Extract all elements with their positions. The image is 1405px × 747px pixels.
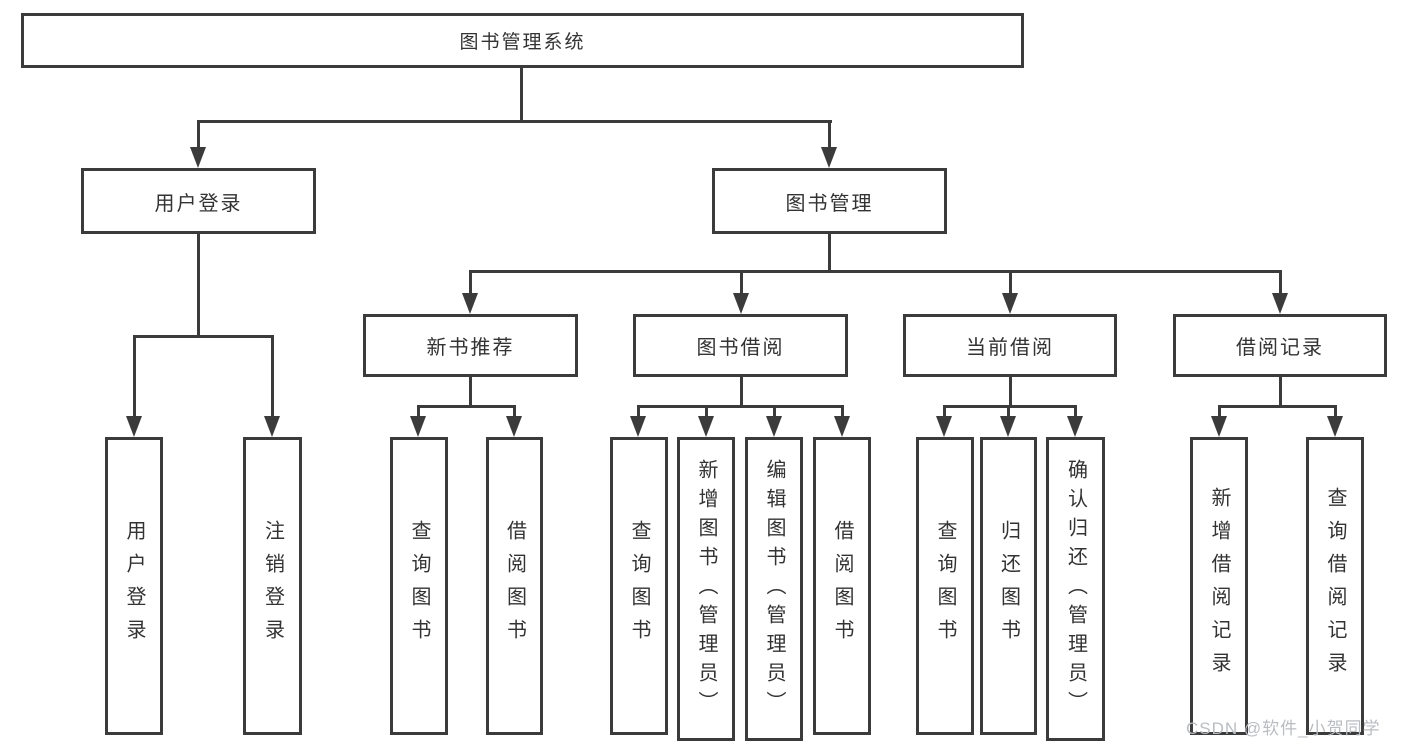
connector-drop-borrow-add <box>705 405 708 416</box>
leaf-recommend-borrow-book: 借阅图书 <box>486 437 543 735</box>
leaf-user-login: 用户登录 <box>105 437 163 735</box>
leaf-current-return-book: 归还图书 <box>980 437 1037 735</box>
arrow-book-management <box>821 147 837 168</box>
leaf-borrow-borrow-book: 借阅图书 <box>813 437 871 735</box>
arrow-current-query <box>936 416 952 437</box>
leaf-records-add-record: 新增借阅记录 <box>1190 437 1248 735</box>
arrow-leaf-user-login <box>126 416 142 437</box>
leaf-borrow-add-book-label: 新增图书（管理员） <box>695 458 717 720</box>
connector-drop-leaf-user-login <box>133 335 136 416</box>
leaf-borrow-query-book-label: 查询图书 <box>628 520 650 652</box>
connector-drop-borrow-records <box>1279 270 1282 293</box>
node-root-label: 图书管理系统 <box>459 32 586 53</box>
connector-root-branch <box>197 120 832 123</box>
connector-recommend-stem <box>469 377 472 405</box>
leaf-logout-label: 注销登录 <box>261 520 284 652</box>
connector-user-login-branch <box>133 335 274 338</box>
leaf-current-query-book: 查询图书 <box>916 437 974 735</box>
arrow-book-borrow <box>733 293 749 314</box>
leaf-borrow-query-book: 查询图书 <box>610 437 668 735</box>
leaf-recommend-query-book-label: 查询图书 <box>408 520 430 652</box>
node-new-book-recommend-label: 新书推荐 <box>426 337 515 359</box>
arrow-current-confirm <box>1067 416 1083 437</box>
leaf-records-query-record: 查询借阅记录 <box>1306 437 1364 735</box>
leaf-records-query-record-label: 查询借阅记录 <box>1324 487 1346 685</box>
connector-drop-borrow-borrow <box>841 405 844 416</box>
arrow-recommend-query <box>410 416 426 437</box>
node-root: 图书管理系统 <box>21 13 1024 68</box>
node-book-management: 图书管理 <box>712 168 947 234</box>
leaf-borrow-edit-book: 编辑图书（管理员） <box>745 437 803 741</box>
connector-drop-current-confirm <box>1074 405 1077 416</box>
connector-book-borrow-branch <box>637 405 844 408</box>
connector-drop-records-query <box>1334 405 1337 416</box>
connector-current-branch <box>943 405 1077 408</box>
connector-drop-leaf-logout <box>271 335 274 416</box>
leaf-user-login-label: 用户登录 <box>123 520 145 652</box>
connector-root-stem <box>520 68 523 120</box>
arrow-current-return <box>1000 416 1016 437</box>
leaf-records-add-record-label: 新增借阅记录 <box>1208 487 1230 685</box>
connector-records-branch <box>1218 405 1337 408</box>
arrow-borrow-query <box>630 416 646 437</box>
connector-records-stem <box>1279 377 1282 405</box>
connector-drop-current-return <box>1007 405 1010 416</box>
connector-current-stem <box>1009 377 1012 405</box>
arrow-records-query <box>1327 416 1343 437</box>
node-current-borrow: 当前借阅 <box>903 314 1117 377</box>
connector-book-management-branch <box>469 270 1282 273</box>
arrow-borrow-add <box>698 416 714 437</box>
leaf-borrow-edit-book-label: 编辑图书（管理员） <box>763 458 785 720</box>
node-user-login: 用户登录 <box>81 168 316 234</box>
watermark: CSDN @软件_小贺同学 <box>1186 719 1381 738</box>
connector-user-login-stem <box>197 234 200 335</box>
connector-drop-current-borrow <box>1009 270 1012 293</box>
connector-book-borrow-stem <box>740 377 743 405</box>
leaf-current-confirm-return: 确认归还（管理员） <box>1046 437 1105 741</box>
leaf-borrow-borrow-book-label: 借阅图书 <box>831 520 853 652</box>
arrow-user-login <box>190 147 206 168</box>
connector-drop-records-add <box>1218 405 1221 416</box>
node-book-borrow: 图书借阅 <box>633 314 848 377</box>
leaf-borrow-add-book: 新增图书（管理员） <box>677 437 735 741</box>
arrow-recommend-borrow <box>506 416 522 437</box>
arrow-current-borrow <box>1002 293 1018 314</box>
node-user-login-label: 用户登录 <box>154 192 243 215</box>
connector-drop-user-login <box>197 120 200 147</box>
leaf-recommend-query-book: 查询图书 <box>390 437 448 735</box>
arrow-borrow-borrow <box>834 416 850 437</box>
connector-drop-recommend-query <box>417 405 420 416</box>
leaf-recommend-borrow-book-label: 借阅图书 <box>503 520 526 652</box>
arrow-borrow-records <box>1272 293 1288 314</box>
node-borrow-records: 借阅记录 <box>1173 314 1387 377</box>
arrow-leaf-logout <box>264 416 280 437</box>
connector-recommend-branch <box>417 405 516 408</box>
connector-drop-book-management <box>828 120 831 147</box>
node-current-borrow-label: 当前借阅 <box>966 337 1054 359</box>
connector-drop-book-borrow <box>740 270 743 293</box>
connector-drop-borrow-edit <box>773 405 776 416</box>
connector-drop-recommend-borrow <box>513 405 516 416</box>
connector-book-management-stem <box>828 234 831 270</box>
connector-drop-current-query <box>943 405 946 416</box>
leaf-current-return-book-label: 归还图书 <box>997 520 1020 652</box>
node-borrow-records-label: 借阅记录 <box>1236 337 1324 359</box>
leaf-logout: 注销登录 <box>243 437 302 735</box>
node-new-book-recommend: 新书推荐 <box>363 314 578 377</box>
connector-drop-borrow-query <box>637 405 640 416</box>
arrow-records-add <box>1211 416 1227 437</box>
arrow-borrow-edit <box>766 416 782 437</box>
node-book-management-label: 图书管理 <box>785 192 874 215</box>
connector-drop-new-book-recommend <box>469 270 472 293</box>
leaf-current-confirm-return-label: 确认归还（管理员） <box>1064 458 1087 720</box>
arrow-new-book-recommend <box>462 293 478 314</box>
node-book-borrow-label: 图书借阅 <box>696 337 785 359</box>
leaf-current-query-book-label: 查询图书 <box>934 520 956 652</box>
